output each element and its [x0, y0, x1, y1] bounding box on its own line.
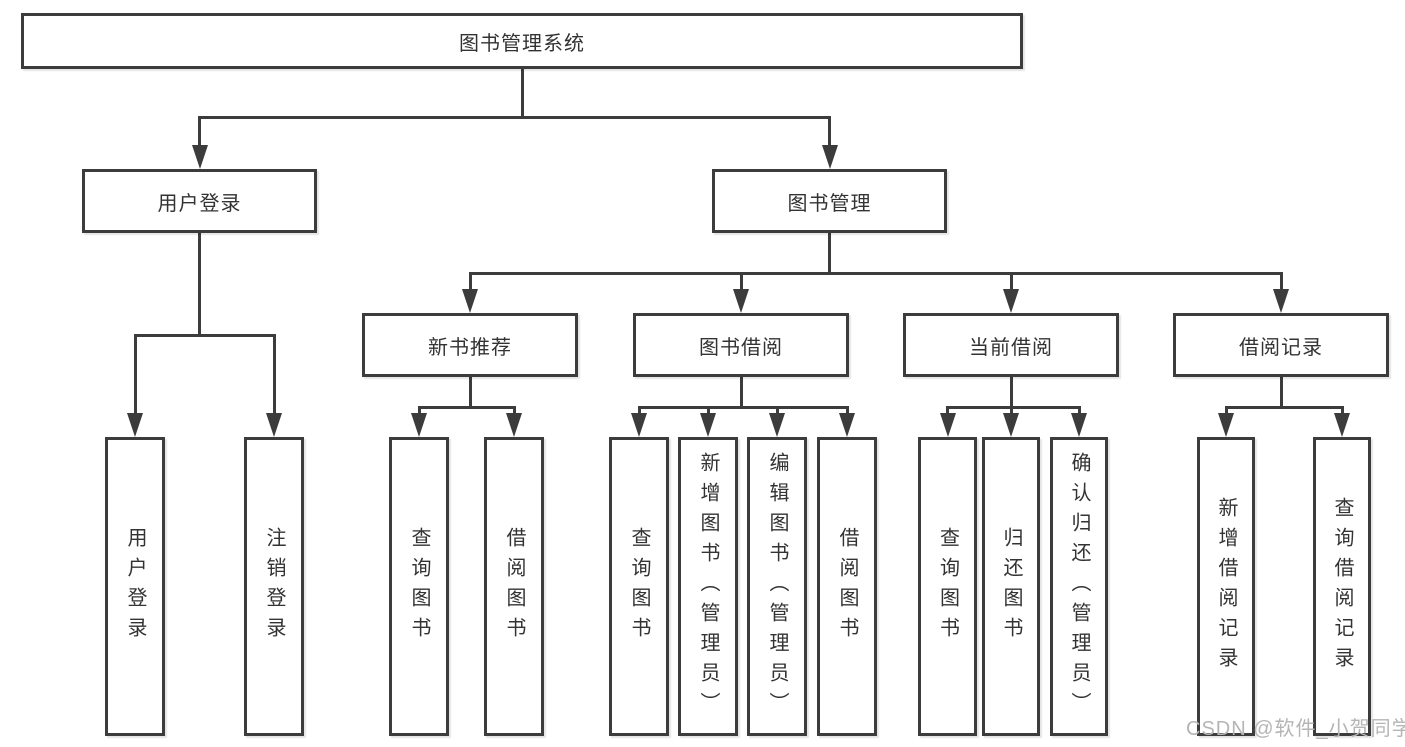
- node-root: 图书管理系统: [21, 13, 1023, 69]
- arrowhead-down-icon: [1334, 413, 1350, 437]
- node-current-borrowing: 当前借阅: [903, 313, 1119, 377]
- node-label: 图书借阅: [699, 336, 783, 359]
- connector-shaft: [1279, 273, 1283, 293]
- node-label: 新增图书（管理员）: [697, 451, 719, 722]
- node-leaf-add-book: 新增图书（管理员）: [678, 437, 738, 736]
- connector-shaft: [706, 407, 710, 417]
- connector-shaft: [828, 117, 831, 149]
- arrowhead-down-icon: [700, 413, 716, 437]
- node-borrow-records: 借阅记录: [1173, 313, 1389, 377]
- node-label: 确认归还（管理员）: [1068, 451, 1090, 722]
- arrowhead-down-icon: [1071, 413, 1087, 437]
- node-leaf-user-login: 用户登录: [105, 437, 165, 736]
- connector-shaft: [775, 407, 779, 417]
- connector-vline: [520, 69, 524, 119]
- connector-hline: [637, 405, 849, 409]
- connector-shaft: [468, 273, 472, 293]
- connector-shaft: [1340, 407, 1344, 417]
- arrowhead-down-icon: [1003, 413, 1019, 437]
- csdn-watermark: CSDN @软件_小贺同学: [1186, 718, 1405, 740]
- node-label: 图书管理: [787, 192, 872, 215]
- arrowhead-down-icon: [1218, 413, 1234, 437]
- connector-vline: [468, 377, 472, 409]
- connector-vline: [828, 233, 831, 275]
- connector-vline: [739, 377, 743, 409]
- connector-shaft: [1009, 273, 1013, 293]
- arrowhead-down-icon: [769, 413, 785, 437]
- connector-shaft: [198, 117, 201, 149]
- node-label: 图书管理系统: [459, 32, 585, 55]
- node-label: 用户登录: [124, 526, 146, 647]
- node-label: 借阅图书: [836, 526, 858, 647]
- connector-shaft: [272, 335, 276, 417]
- arrowhead-down-icon: [191, 145, 208, 169]
- node-label: 用户登录: [157, 192, 242, 215]
- connector-hline: [133, 333, 276, 337]
- connector-hline: [198, 115, 831, 119]
- connector-hline: [1224, 405, 1344, 409]
- node-book-mgmt: 图书管理: [712, 169, 947, 233]
- connector-shaft: [739, 273, 743, 293]
- node-user-login: 用户登录: [82, 169, 317, 233]
- node-leaf-confirm-return: 确认归还（管理员）: [1050, 437, 1108, 736]
- node-leaf-query-books-2: 查询图书: [609, 437, 669, 736]
- arrowhead-down-icon: [839, 413, 855, 437]
- connector-hline: [417, 405, 516, 409]
- node-leaf-edit-book: 编辑图书（管理员）: [747, 437, 807, 736]
- arrowhead-down-icon: [462, 289, 478, 313]
- node-label: 新书推荐: [428, 336, 512, 359]
- connector-shaft: [512, 407, 516, 417]
- arrowhead-down-icon: [266, 413, 282, 437]
- connector-shaft: [1009, 407, 1013, 417]
- connector-shaft: [845, 407, 849, 417]
- node-leaf-query-borrow-record: 查询借阅记录: [1313, 437, 1371, 736]
- connector-vline: [1009, 377, 1013, 409]
- node-new-book-rec: 新书推荐: [362, 313, 578, 377]
- connector-shaft: [946, 407, 949, 417]
- node-label: 注销登录: [263, 526, 285, 647]
- arrowhead-down-icon: [127, 413, 143, 437]
- node-leaf-borrow-books-2: 借阅图书: [817, 437, 877, 736]
- arrowhead-down-icon: [631, 413, 647, 437]
- arrowhead-down-icon: [506, 413, 522, 437]
- connector-vline: [198, 233, 201, 337]
- node-label: 查询借阅记录: [1331, 496, 1353, 677]
- node-label: 当前借阅: [969, 336, 1053, 359]
- connector-shaft: [417, 407, 421, 417]
- arrowhead-down-icon: [1273, 289, 1289, 313]
- node-leaf-return-book: 归还图书: [982, 437, 1040, 736]
- node-label: 查询图书: [408, 526, 430, 647]
- connector-shaft: [133, 335, 137, 417]
- node-leaf-query-books-3: 查询图书: [918, 437, 977, 736]
- node-label: 新增借阅记录: [1215, 496, 1237, 677]
- arrowhead-down-icon: [411, 413, 427, 437]
- connector-shaft: [1077, 407, 1081, 417]
- node-book-borrowing: 图书借阅: [633, 313, 849, 377]
- node-label: 查询图书: [936, 526, 959, 647]
- arrowhead-down-icon: [821, 145, 838, 169]
- arrowhead-down-icon: [939, 413, 956, 437]
- node-label: 借阅记录: [1239, 336, 1323, 359]
- node-label: 查询图书: [628, 526, 650, 647]
- node-label: 编辑图书（管理员）: [766, 451, 788, 722]
- node-label: 归还图书: [1000, 526, 1022, 647]
- connector-vline: [1279, 377, 1283, 409]
- arrowhead-down-icon: [1003, 289, 1019, 313]
- node-leaf-query-books-1: 查询图书: [389, 437, 449, 736]
- connector-shaft: [637, 407, 641, 417]
- node-label: 借阅图书: [503, 526, 525, 647]
- node-leaf-logout: 注销登录: [244, 437, 304, 736]
- connector-hline: [946, 405, 1081, 409]
- node-leaf-add-borrow-record: 新增借阅记录: [1197, 437, 1255, 736]
- node-leaf-borrow-books-1: 借阅图书: [484, 437, 544, 736]
- connector-shaft: [1224, 407, 1228, 417]
- connector-hline: [468, 271, 1283, 275]
- arrowhead-down-icon: [733, 289, 749, 313]
